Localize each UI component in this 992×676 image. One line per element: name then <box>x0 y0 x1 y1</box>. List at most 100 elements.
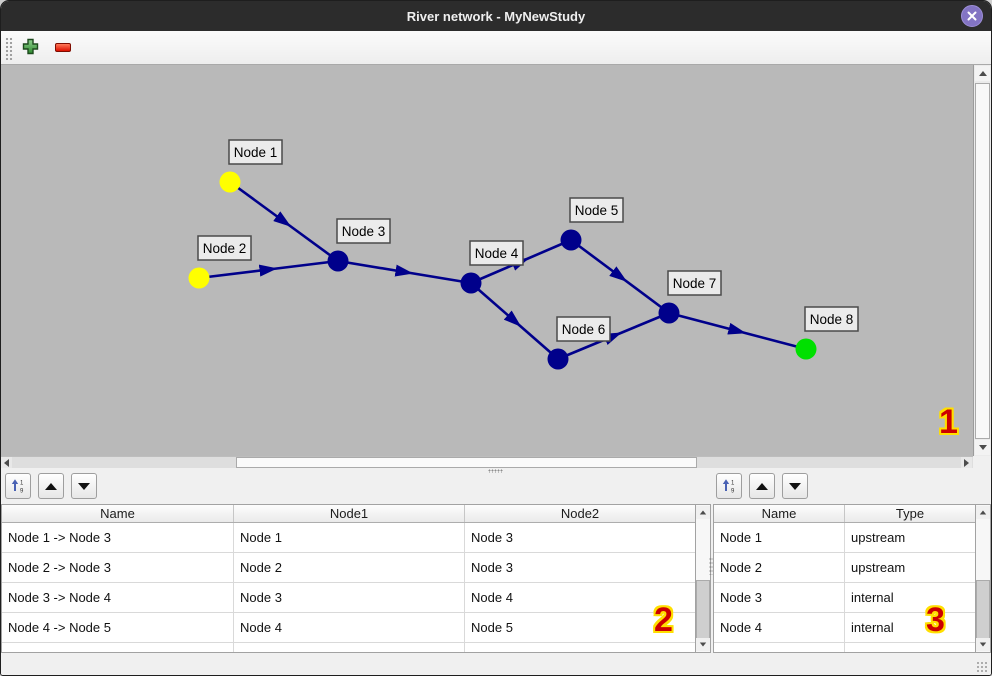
table-cell[interactable]: Node 4 -> Node 5 <box>2 613 234 642</box>
table-cell[interactable]: internal <box>851 590 894 605</box>
river-node[interactable] <box>219 171 241 193</box>
table-cell[interactable]: Node 2 <box>234 553 465 582</box>
column-header[interactable]: Name <box>714 505 845 522</box>
river-node[interactable] <box>658 302 680 324</box>
table-cell[interactable] <box>234 643 465 652</box>
nodes-move-up-button[interactable] <box>749 473 775 499</box>
green-plus-icon <box>22 38 39 55</box>
close-button[interactable] <box>961 5 983 27</box>
table-cell[interactable]: Node 4 <box>471 590 513 605</box>
river-link[interactable] <box>557 311 670 361</box>
table-cell[interactable]: Node 3 <box>234 583 465 612</box>
river-node[interactable] <box>560 229 582 251</box>
links-table-scrollbar[interactable] <box>696 504 711 653</box>
links-move-up-button[interactable] <box>38 473 64 499</box>
nodes-move-down-button[interactable] <box>782 473 808 499</box>
river-node[interactable] <box>460 272 482 294</box>
river-node[interactable] <box>547 348 569 370</box>
svg-text:Node 4: Node 4 <box>475 246 519 261</box>
table-row[interactable] <box>2 643 695 652</box>
column-header[interactable]: Name <box>2 505 234 522</box>
table-cell[interactable]: Node 3 <box>714 583 845 612</box>
table-row[interactable]: Node 1 upstream <box>714 523 975 553</box>
nodes-sort-button[interactable]: 1 9 <box>716 473 742 499</box>
scroll-left-icon[interactable] <box>1 457 12 468</box>
node-label: Node 7 <box>667 270 722 296</box>
resize-grip-icon[interactable] <box>976 661 987 672</box>
scroll-down-icon[interactable] <box>975 440 990 455</box>
table-cell[interactable] <box>845 643 975 652</box>
river-node[interactable] <box>188 267 210 289</box>
table-cell[interactable] <box>465 643 695 652</box>
table-row[interactable]: Node 3 internal <box>714 583 975 613</box>
table-cell[interactable]: Node 4 <box>714 613 845 642</box>
node-label: Node 6 <box>556 316 611 342</box>
move-up-icon <box>45 482 57 490</box>
table-splitter-handle[interactable] <box>709 557 713 575</box>
table-cell[interactable]: upstream <box>851 560 906 575</box>
titlebar[interactable]: River network - MyNewStudy <box>1 1 991 31</box>
horizontal-scrollbar-thumb[interactable] <box>236 457 697 468</box>
canvas-horizontal-scrollbar[interactable] <box>1 456 973 468</box>
table-cell[interactable]: Node 3 <box>471 560 513 575</box>
river-link[interactable] <box>470 282 559 360</box>
table-cell[interactable]: Node 2 <box>714 553 845 582</box>
add-node-button[interactable] <box>22 38 39 60</box>
table-cell[interactable]: Node 3 -> Node 4 <box>2 583 234 612</box>
table-cell[interactable]: Node 1 <box>714 523 845 552</box>
table-row[interactable] <box>714 643 975 652</box>
river-link[interactable] <box>198 259 339 280</box>
scroll-up-icon[interactable] <box>696 506 710 519</box>
links-move-down-button[interactable] <box>71 473 97 499</box>
nodes-table-scrollbar[interactable] <box>976 504 991 653</box>
column-header[interactable]: Node2 <box>560 506 600 521</box>
svg-text:Node 5: Node 5 <box>575 203 619 218</box>
river-link[interactable] <box>337 259 472 285</box>
table-cell[interactable]: Node 1 <box>234 523 465 552</box>
toolbar-drag-handle[interactable] <box>5 37 13 60</box>
table-cell[interactable]: Node 3 <box>471 530 513 545</box>
table-row[interactable]: Node 2 upstream <box>714 553 975 583</box>
river-link[interactable] <box>570 238 670 315</box>
table-cell[interactable] <box>2 643 234 652</box>
river-node[interactable] <box>327 250 349 272</box>
table-cell[interactable] <box>714 643 845 652</box>
vertical-scrollbar-thumb[interactable] <box>975 83 990 439</box>
table-cell[interactable]: Node 2 -> Node 3 <box>2 553 234 582</box>
links-scrollbar-thumb[interactable] <box>696 580 710 639</box>
river-link[interactable] <box>229 180 339 263</box>
table-cell[interactable]: internal <box>851 620 894 635</box>
window-title: River network - MyNewStudy <box>406 8 586 24</box>
nodes-scrollbar-thumb[interactable] <box>976 580 990 639</box>
river-node[interactable] <box>795 338 817 360</box>
svg-text:9: 9 <box>20 489 24 495</box>
node-label: Node 4 <box>469 240 524 266</box>
scroll-down-icon[interactable] <box>696 638 710 651</box>
column-header[interactable]: Node1 <box>234 505 465 522</box>
canvas-vertical-scrollbar[interactable] <box>973 65 991 456</box>
scrollbar-corner <box>973 456 991 468</box>
table-cell[interactable]: Node 5 <box>471 620 513 635</box>
table-row[interactable]: Node 4 internal <box>714 613 975 643</box>
table-cell[interactable]: Node 1 -> Node 3 <box>2 523 234 552</box>
links-sort-button[interactable]: 1 9 <box>5 473 31 499</box>
column-header[interactable]: Type <box>895 506 925 521</box>
remove-node-button[interactable] <box>55 43 71 52</box>
scroll-down-icon[interactable] <box>976 638 990 651</box>
scroll-up-icon[interactable] <box>976 506 990 519</box>
river-link[interactable] <box>668 311 807 351</box>
scroll-right-icon[interactable] <box>961 457 972 468</box>
table-cell[interactable]: upstream <box>851 530 906 545</box>
scroll-up-icon[interactable] <box>975 66 990 81</box>
splitter-handle[interactable] <box>488 469 503 473</box>
annotation-marker-2: 2 <box>654 601 673 639</box>
table-cell[interactable]: Node 4 <box>234 613 465 642</box>
